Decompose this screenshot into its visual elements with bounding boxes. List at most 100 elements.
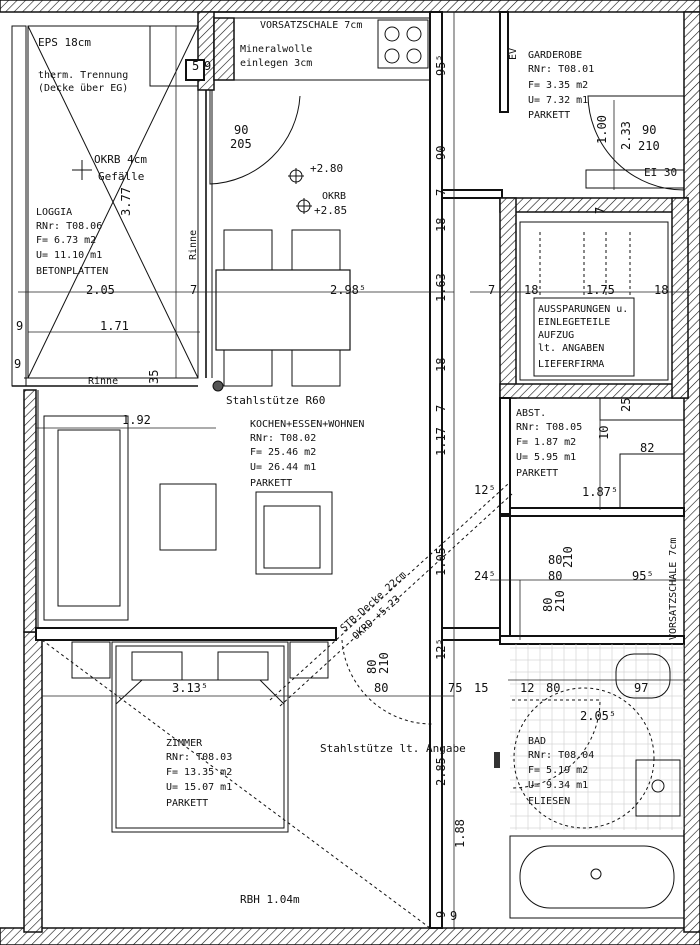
dim-garderobe-door-width: 90 bbox=[642, 123, 656, 137]
dimension-lines bbox=[18, 12, 690, 928]
dim-125: 12⁵ bbox=[474, 483, 496, 497]
zimmer-number: RNr: T08.03 bbox=[166, 752, 232, 763]
sill-height-label: RBH 1.04m bbox=[240, 893, 300, 906]
abst-floor: PARKETT bbox=[516, 468, 558, 479]
dim-abst-door-width: 80 bbox=[548, 553, 562, 567]
dim-9b: 9 bbox=[16, 319, 23, 333]
bad-area: F= 5.19 m2 bbox=[528, 765, 588, 776]
dim-35: 35 bbox=[147, 370, 161, 384]
zimmer-area: F= 13.35 m2 bbox=[166, 767, 232, 778]
dim-205: 2.05 bbox=[86, 283, 115, 297]
dim-18a: 18 bbox=[434, 218, 448, 232]
okrb-label: OKRB 4cm bbox=[94, 153, 147, 166]
dim-125b: 12⁵ bbox=[434, 638, 448, 660]
dim-bad-door-height: 210 bbox=[553, 590, 567, 612]
dim-bad-door-width: 80 bbox=[541, 598, 555, 612]
dim-192: 1.92 bbox=[122, 413, 151, 427]
dim-garderobe-door-height: 210 bbox=[638, 139, 660, 153]
dim-298: 2.98⁵ bbox=[330, 283, 366, 297]
dim-285: 2.85 bbox=[434, 757, 448, 786]
garderobe-number: RNr: T08.01 bbox=[528, 64, 594, 75]
dim-7d: 7 bbox=[593, 207, 607, 214]
level-280: +2.80 bbox=[310, 162, 343, 175]
dim-abst-door-height: 210 bbox=[561, 546, 575, 568]
dim-90: 90 bbox=[434, 146, 448, 160]
abst-area: F= 1.87 m2 bbox=[516, 437, 576, 448]
loggia-name: LOGGIA bbox=[36, 207, 72, 218]
dim-5: 5 bbox=[192, 59, 199, 73]
dimension-labels: 90 205 3.77 2.05 1.71 2.98⁵ 1.92 3.13⁵ 9… bbox=[14, 54, 668, 923]
dim-377: 3.77 bbox=[119, 187, 133, 216]
kitchen-floor: PARKETT bbox=[250, 478, 292, 489]
dim-245: 24⁵ bbox=[474, 569, 496, 583]
dim-15: 15 bbox=[474, 681, 488, 695]
abst-perimeter: U= 5.95 m1 bbox=[516, 452, 576, 463]
dim-955: 95⁵ bbox=[632, 569, 654, 583]
zimmer-name: ZIMMER bbox=[166, 738, 203, 749]
dim-18c: 18 bbox=[524, 283, 538, 297]
dim-9d: 9 bbox=[14, 357, 21, 371]
mineral-wool-note: einlegen 3cm bbox=[240, 58, 312, 69]
thermal-break-note: (Decke über EG) bbox=[38, 83, 128, 94]
aufzug-label: AUFZUG bbox=[538, 330, 574, 341]
steel-column-label: Stahlstütze R60 bbox=[226, 394, 325, 407]
dim-door-width: 90 bbox=[234, 123, 248, 137]
dim-97: 97 bbox=[634, 681, 648, 695]
dim-75: 75 bbox=[448, 681, 462, 695]
aussparungen-label: AUSSPARUNGEN u. bbox=[538, 304, 628, 315]
vorsatzschale-right-label: VORSATZSCHALE 7cm bbox=[668, 538, 679, 640]
dim-25: 25 bbox=[619, 398, 633, 412]
level-okrb: OKRB bbox=[322, 191, 346, 202]
angaben-label: lt. ANGABEN bbox=[538, 343, 604, 354]
dim-18b: 18 bbox=[434, 358, 448, 372]
dim-door-height: 205 bbox=[230, 137, 252, 151]
einlegeteile-label: EINLEGETEILE bbox=[538, 317, 610, 328]
thermal-break-label: therm. Trennung bbox=[38, 70, 128, 81]
steel-column-note: Stahlstütze lt. Angabe bbox=[320, 742, 466, 755]
dim-9c: 9 bbox=[450, 909, 457, 923]
bad-perimeter: U= 9.34 m1 bbox=[528, 780, 588, 791]
kitchen-number: RNr: T08.02 bbox=[250, 433, 316, 444]
bathroom-area: BAD RNr: T08.04 F= 5.19 m2 U= 9.34 m1 FL… bbox=[509, 538, 685, 919]
gefaelle-label: Gefälle bbox=[98, 170, 144, 183]
garderobe-floor: PARKETT bbox=[528, 110, 570, 121]
garderobe-name: GARDEROBE bbox=[528, 50, 582, 61]
kitchen-area: F= 25.46 m2 bbox=[250, 447, 316, 458]
dim-117: 1.17 bbox=[434, 427, 448, 456]
kitchen-perimeter: U= 26.44 m1 bbox=[250, 462, 316, 473]
eps-label: EPS 18cm bbox=[38, 36, 91, 49]
loggia-area-value: F= 6.73 m2 bbox=[36, 235, 96, 246]
dim-171: 1.71 bbox=[100, 319, 129, 333]
dim-18d: 18 bbox=[654, 283, 668, 297]
dim-2055: 2.05⁵ bbox=[580, 709, 616, 723]
dim-105: 1.05 bbox=[434, 547, 448, 576]
level-285: +2.85 bbox=[314, 204, 347, 217]
ev-label: EV bbox=[508, 48, 519, 60]
dim-7e: 7 bbox=[190, 283, 197, 297]
storage-area: ABST. RNr: T08.05 F= 1.87 m2 U= 5.95 m1 … bbox=[516, 397, 685, 509]
dim-188: 1.88 bbox=[453, 819, 467, 848]
garderobe-perimeter: U= 7.32 m1 bbox=[528, 95, 588, 106]
abst-name: ABST. bbox=[516, 408, 546, 419]
bad-number: RNr: T08.04 bbox=[528, 750, 594, 761]
dim-zimmer-door-width: 80 bbox=[365, 660, 379, 674]
bad-floor: FLIESEN bbox=[528, 796, 570, 807]
dim-7c: 7 bbox=[434, 405, 448, 412]
zimmer-perimeter: U= 15.07 m1 bbox=[166, 782, 232, 793]
dim-233: 2.33 bbox=[619, 121, 633, 150]
dim-163: 1.63 bbox=[434, 273, 448, 302]
fire-rating-label: EI 30 bbox=[644, 166, 677, 179]
vorsatzschale-top-label: VORSATZSCHALE 7cm bbox=[260, 20, 362, 31]
kitchen-name: KOCHEN+ESSEN+WOHNEN bbox=[250, 419, 364, 430]
dim-80d: 80 bbox=[374, 681, 388, 695]
dim-zimmer-door-height: 210 bbox=[377, 652, 391, 674]
loggia-perimeter: U= 11.10 m1 bbox=[36, 250, 102, 261]
loggia-number: RNr: T08.06 bbox=[36, 221, 102, 232]
dim-9a: 9 bbox=[434, 911, 448, 918]
bad-name: BAD bbox=[528, 736, 546, 747]
dim-7b: 7 bbox=[488, 283, 495, 297]
dim-100: 1.00 bbox=[595, 115, 609, 144]
mineral-wool-label: Mineralwolle bbox=[240, 44, 312, 55]
dim-95: 95⁵ bbox=[434, 54, 448, 76]
dim-12: 12 bbox=[520, 681, 534, 695]
